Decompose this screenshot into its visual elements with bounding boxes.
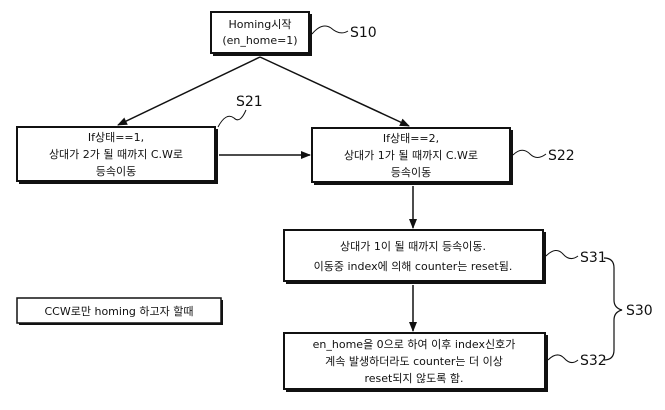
node-s10: Homing시작 (en_home=1) (210, 11, 312, 56)
node-s31-line2: 이동중 index에 의해 counter는 reset됨. (314, 259, 513, 273)
leader-s22 (512, 149, 547, 158)
node-s31: 상대가 1이 될 때까지 등속이동. 이동중 index에 의해 counter… (283, 229, 546, 284)
node-s32: en_home을 0으로 하여 이후 index신호가 계속 발생하더라도 co… (283, 332, 548, 392)
node-s31-line1: 상대가 1이 될 때까지 등속이동. (340, 239, 486, 253)
node-s22-line1: If상태==2, (383, 132, 439, 145)
arrow-s10-to-s22 (259, 56, 410, 127)
arrow-s10-to-s21 (117, 56, 261, 126)
node-s10-line2: (en_home=1) (222, 34, 297, 47)
node-s32-line2: 계속 발생하더라도 counter는 더 이상 (325, 354, 503, 368)
node-s22: If상태==2, 상대가 1가 될 때까지 C.W로 등속이동 (311, 127, 513, 185)
node-s32-line3: reset되지 않도록 함. (364, 372, 463, 385)
node-s22-line3: 등속이동 (391, 166, 431, 179)
node-s22-line2: 상대가 1가 될 때까지 C.W로 (344, 148, 478, 162)
ref-s30: S30 (626, 303, 653, 319)
node-s21-line1: If상태==1, (88, 131, 144, 144)
brace-s30 (603, 257, 623, 361)
node-s21-line2: 상대가 2가 될 때까지 C.W로 (49, 147, 183, 161)
leader-s21 (217, 109, 247, 128)
leader-s32 (547, 354, 579, 364)
node-s21: If상태==1, 상대가 2가 될 때까지 C.W로 등속이동 (16, 126, 218, 184)
note-text: CCW로만 homing 하고자 할때 (45, 304, 194, 318)
leader-s31 (545, 250, 579, 260)
node-s32-line1: en_home을 0으로 하여 이후 index신호가 (313, 337, 516, 351)
ref-s32: S32 (580, 353, 607, 369)
node-s10-line1: Homing시작 (229, 18, 292, 31)
note-box: CCW로만 homing 하고자 할때 (16, 297, 223, 325)
ref-s22: S22 (548, 148, 575, 164)
ref-s31: S31 (580, 250, 607, 266)
node-s21-line3: 등속이동 (96, 165, 136, 178)
ref-s10: S10 (350, 25, 377, 41)
leader-s10 (311, 25, 349, 35)
ref-s21: S21 (236, 94, 263, 110)
